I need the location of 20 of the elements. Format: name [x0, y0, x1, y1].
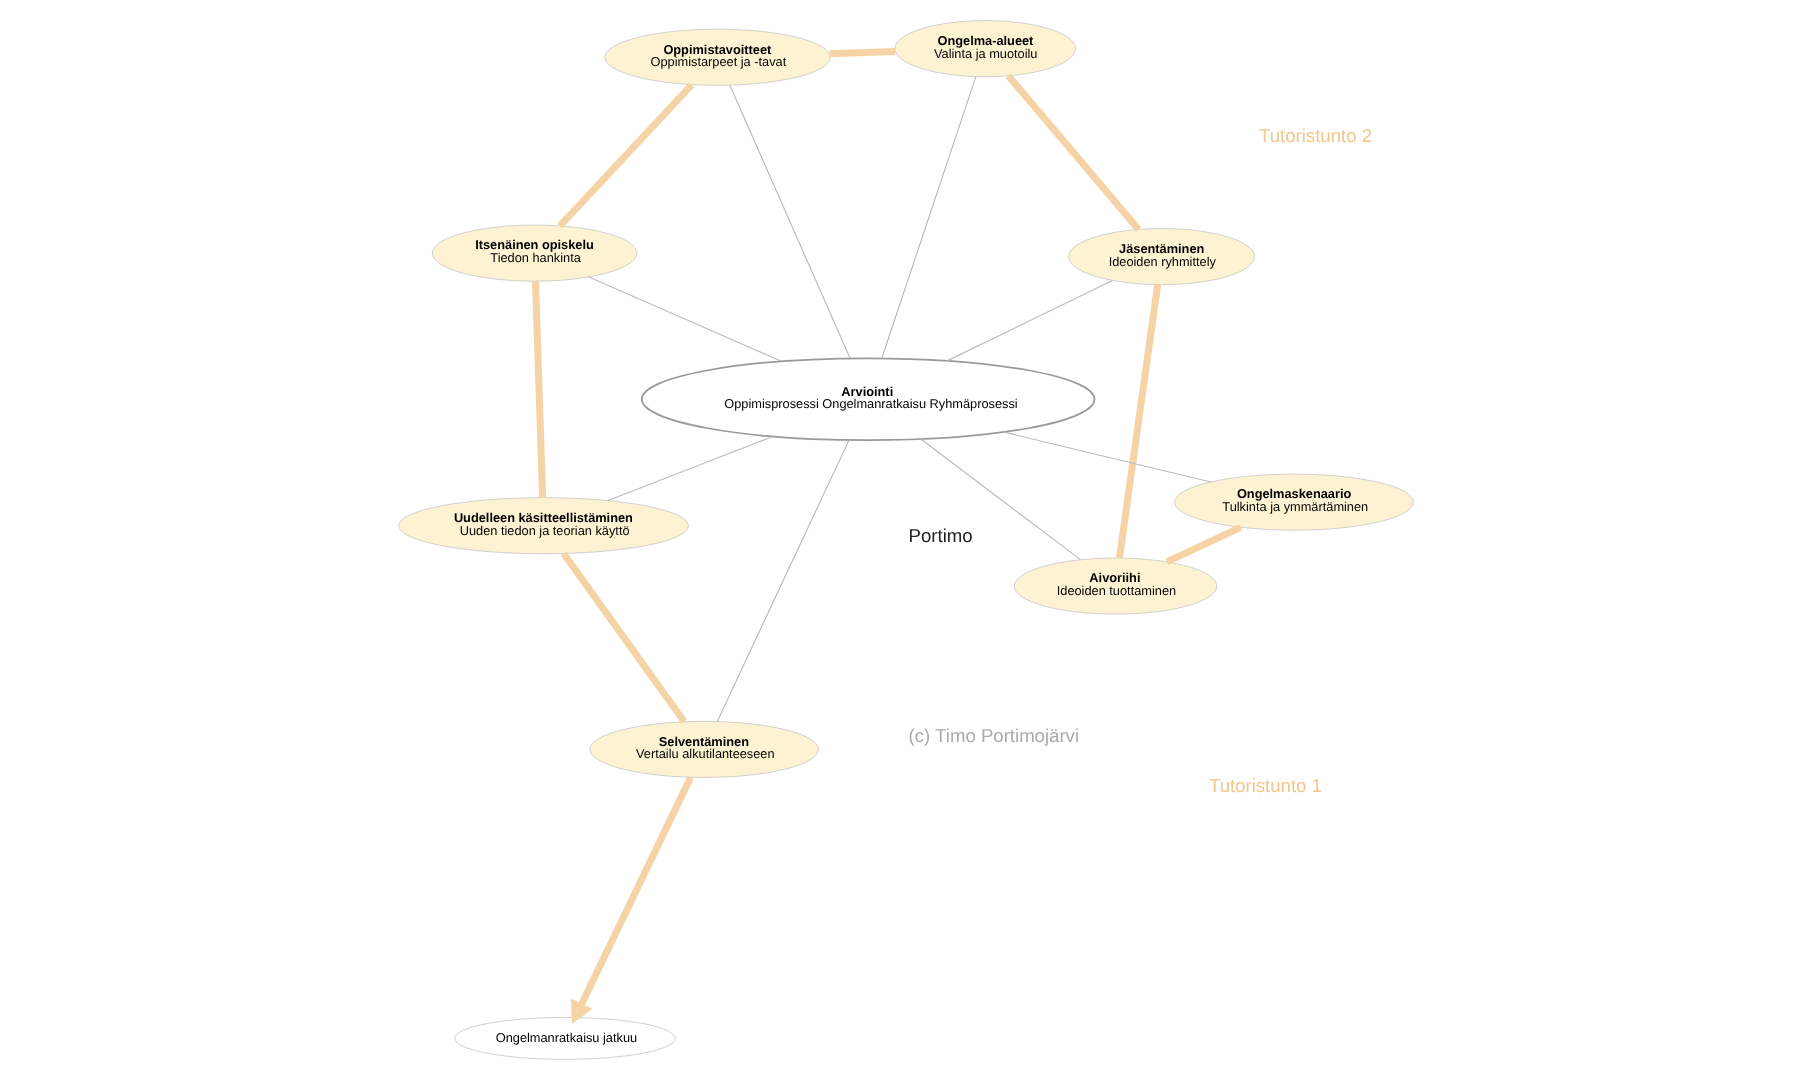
connector [716, 439, 850, 723]
label: Tutoristunto 2 [1259, 125, 1373, 146]
arrow [571, 776, 694, 1025]
connector [881, 76, 977, 359]
connector [920, 438, 1082, 561]
label: Tutoristunto 1 [1208, 776, 1322, 797]
connector [532, 281, 547, 498]
connector [1165, 524, 1242, 566]
connector [1005, 73, 1142, 232]
connector [1116, 284, 1162, 559]
label: (c) Timo Portimojärvi [908, 726, 1080, 747]
connector [729, 84, 851, 359]
connector [946, 279, 1114, 362]
connector [588, 276, 782, 362]
connector [560, 551, 687, 724]
connector [557, 82, 695, 229]
connector [607, 436, 773, 502]
label: Portimo [908, 526, 973, 547]
connector [1003, 431, 1212, 483]
connector [829, 48, 896, 58]
